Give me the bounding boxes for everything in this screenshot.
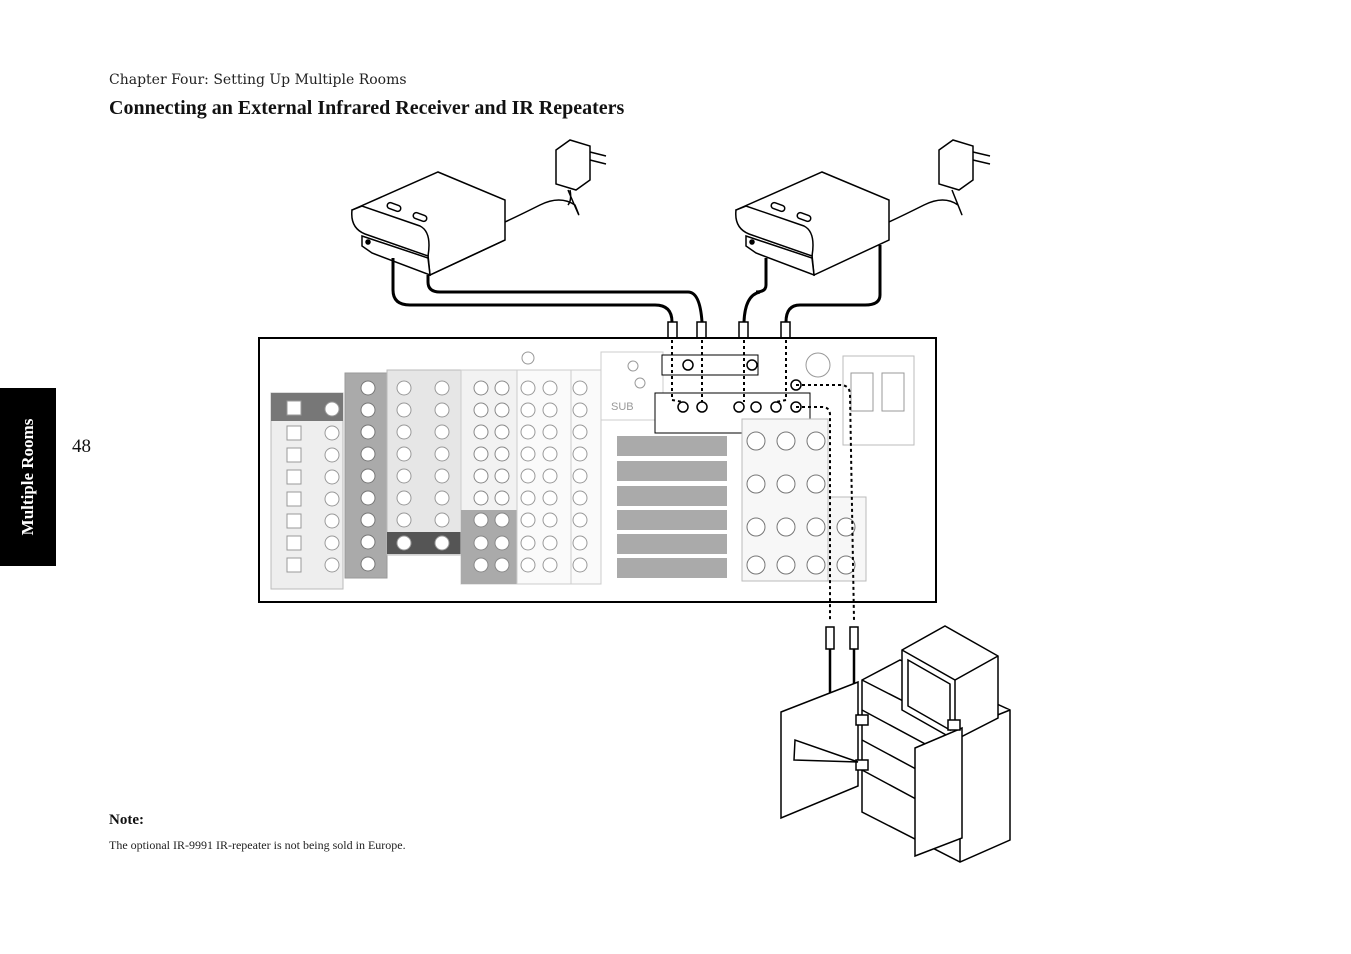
ir-repeater-right	[735, 171, 890, 277]
power-adapter-left	[504, 139, 607, 223]
receiver-panel-details: SUB	[270, 351, 915, 590]
repeater-cables	[391, 245, 882, 323]
emitter-plugs	[825, 626, 859, 650]
page-title: Connecting an External Infrared Receiver…	[109, 97, 625, 119]
side-tab: Multiple Rooms	[0, 388, 56, 566]
viewing-sight-lines	[793, 738, 859, 763]
page-number: 48	[72, 436, 91, 457]
ir-repeater-left	[351, 171, 506, 277]
power-adapter-right	[888, 139, 991, 223]
dotted-connections	[671, 340, 855, 621]
chapter-heading: Chapter Four: Setting Up Multiple Rooms	[109, 72, 407, 88]
note-text: The optional IR-9991 IR-repeater is not …	[109, 838, 406, 852]
sub-label: SUB	[611, 401, 634, 413]
note-heading: Note:	[109, 812, 144, 828]
entertainment-cabinet	[780, 625, 1011, 863]
